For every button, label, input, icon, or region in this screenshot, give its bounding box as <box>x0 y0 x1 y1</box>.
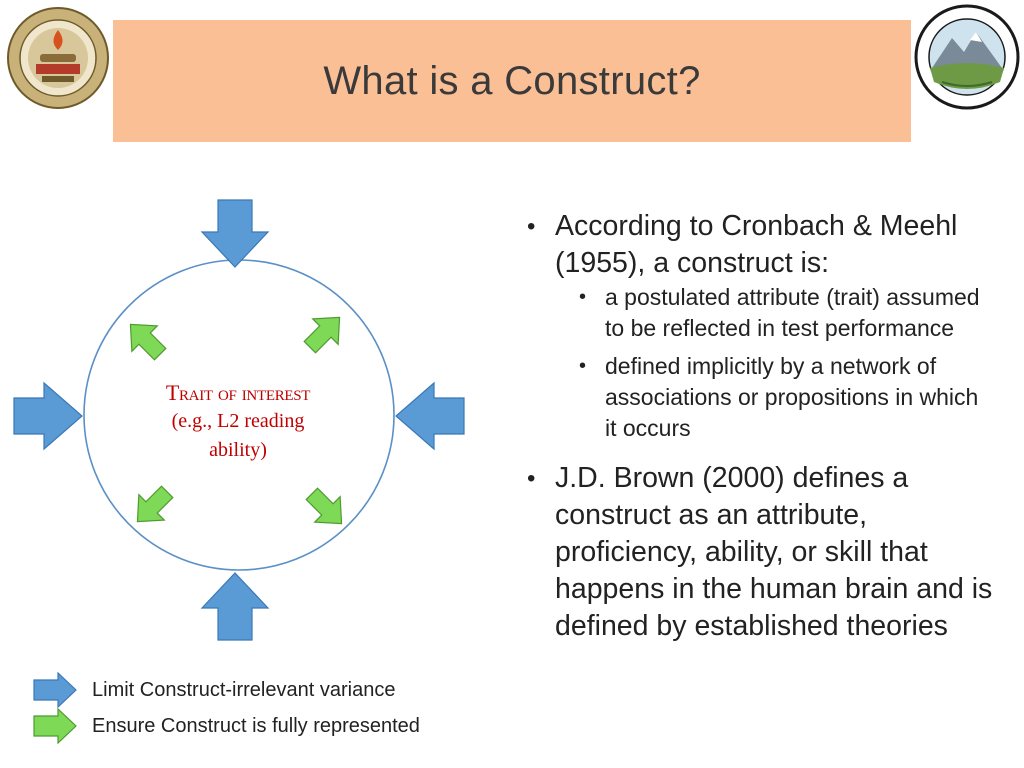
bullet-text: J.D. Brown (2000) defines a construct as… <box>555 462 993 642</box>
legend-blue-label: Limit Construct-irrelevant variance <box>92 678 396 701</box>
title-bar: What is a Construct? <box>113 20 911 142</box>
lower-left-green-arrow <box>136 485 174 523</box>
pltce-seal-icon <box>914 4 1020 110</box>
bullet-cronbach: According to Cronbach & Meehl (1955), a … <box>524 208 994 444</box>
bullet-text: According to Cronbach & Meehl (1955), a … <box>555 210 958 279</box>
bottom-blue-arrow <box>200 572 270 641</box>
trait-subtitle-line2: ability) <box>209 439 267 461</box>
legend-green-label: Ensure Construct is fully represented <box>92 714 420 737</box>
green-arrow-icon <box>33 708 77 744</box>
top-blue-arrow <box>200 199 270 268</box>
left-blue-arrow <box>13 381 83 451</box>
legend-item-blue: Limit Construct-irrelevant variance <box>30 672 395 708</box>
trait-title: Trait of interest <box>165 380 311 405</box>
construct-diagram <box>13 199 465 641</box>
blue-arrow-icon <box>33 672 77 708</box>
slide-title: What is a Construct? <box>323 58 701 103</box>
upper-left-green-arrow <box>129 323 167 361</box>
lower-right-green-arrow <box>305 487 343 525</box>
upper-right-green-arrow <box>303 316 341 354</box>
bullet-list: According to Cronbach & Meehl (1955), a … <box>524 208 994 645</box>
bullet-brown: J.D. Brown (2000) defines a construct as… <box>524 460 994 645</box>
sub-bullet: a postulated attribute (trait) assumed t… <box>555 282 994 344</box>
sub-bullet: defined implicitly by a network of assoc… <box>555 351 994 444</box>
content-bullets: According to Cronbach & Meehl (1955), a … <box>524 208 994 645</box>
marshall-center-seal-icon <box>7 7 109 109</box>
sub-bullet-list: a postulated attribute (trait) assumed t… <box>555 282 994 444</box>
right-blue-arrow <box>395 381 465 451</box>
legend: Limit Construct-irrelevant variance Ensu… <box>30 668 500 748</box>
legend-item-green: Ensure Construct is fully represented <box>30 708 420 744</box>
trait-label: Trait of interest (e.g., L2 reading abil… <box>118 378 358 465</box>
trait-subtitle-line1: (e.g., L2 reading <box>171 410 305 432</box>
